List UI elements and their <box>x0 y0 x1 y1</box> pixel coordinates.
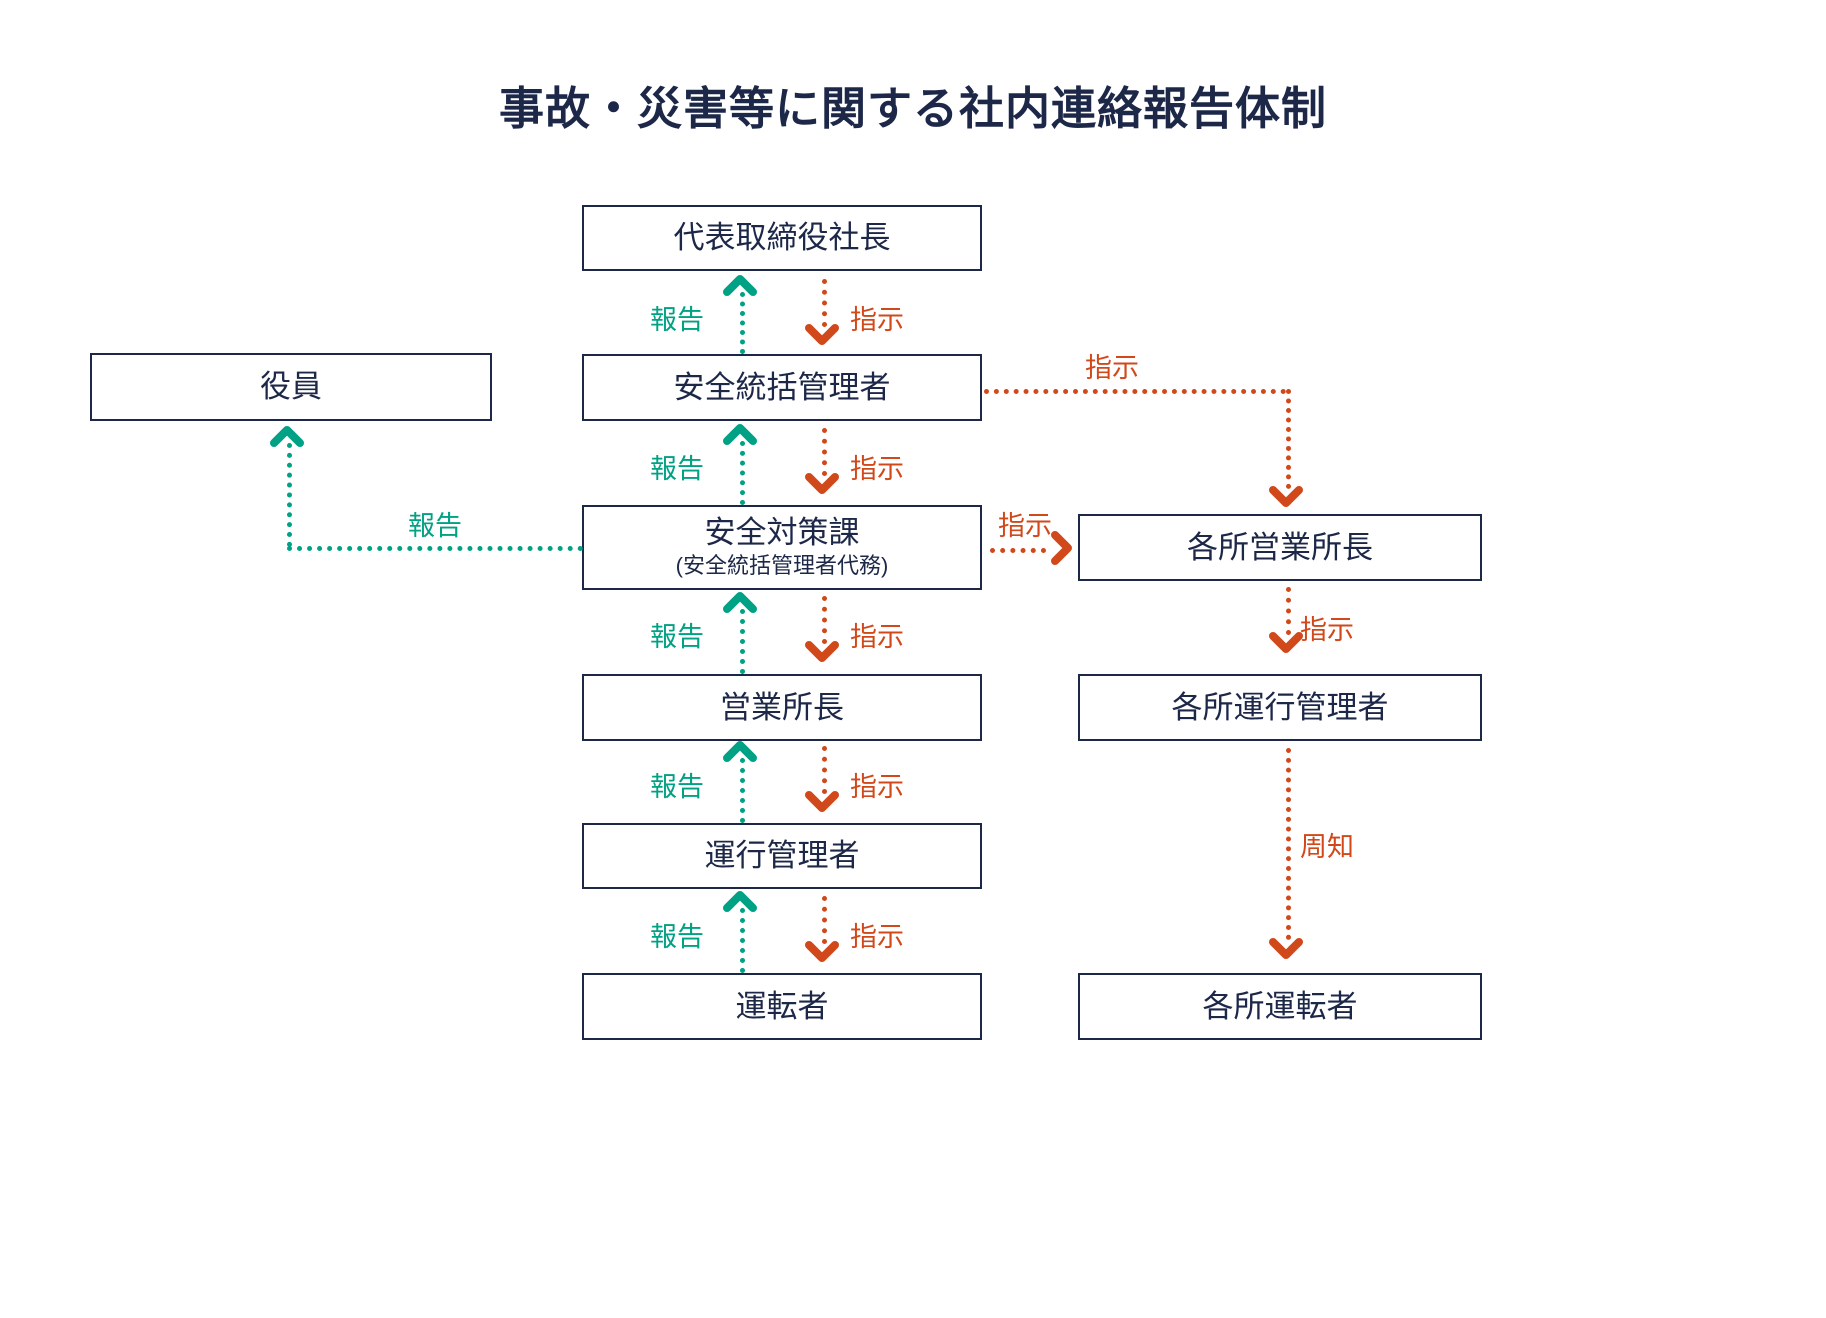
node-president-label: 代表取締役社長 <box>673 220 891 256</box>
node-officer-label: 役員 <box>260 369 322 405</box>
node-president: 代表取締役社長 <box>582 205 982 271</box>
arrowhead-report-officer <box>270 426 304 447</box>
edge-report-line-division <box>740 609 745 674</box>
edge-label-report-sgm: 報告 <box>650 454 704 484</box>
edge-instruction-line-sgm-down <box>1286 389 1291 489</box>
edge-label-instruction-division-to-each-branch: 指示 <box>998 511 1052 541</box>
edge-instruction-line-sgm <box>822 428 827 476</box>
edge-label-instruction-sgm-to-each-branch: 指示 <box>1085 353 1139 383</box>
node-safety-division-label: 安全対策課 <box>704 515 860 551</box>
node-branch-manager: 営業所長 <box>582 674 982 741</box>
edge-label-report-officer: 報告 <box>408 511 462 541</box>
edge-label-instruction-division: 指示 <box>850 622 904 652</box>
arrowhead-instruction-each-branch-from-division <box>1051 531 1072 565</box>
page-title: 事故・災害等に関する社内連絡報告体制 <box>498 83 1327 134</box>
edge-label-instruction-operation: 指示 <box>850 922 904 952</box>
node-each-driver-label: 各所運転者 <box>1202 988 1358 1024</box>
node-each-operation-manager: 各所運行管理者 <box>1078 674 1482 741</box>
edge-label-report-division: 報告 <box>650 622 704 652</box>
node-each-driver: 各所運転者 <box>1078 973 1482 1040</box>
node-safety-division-sublabel: (安全統括管理者代務) <box>675 553 889 579</box>
arrowhead-notification-each-driver <box>1269 938 1303 959</box>
edge-label-instruction-sgm: 指示 <box>850 454 904 484</box>
arrowhead-instruction-sgm <box>805 473 839 494</box>
edge-report-line-operation <box>740 908 745 973</box>
arrowhead-instruction-branch <box>805 791 839 812</box>
edge-instruction-line-president <box>822 279 827 327</box>
edge-report-line-president <box>740 292 745 354</box>
node-each-branch-manager: 各所営業所長 <box>1078 514 1482 581</box>
node-safety-general-manager-label: 安全統括管理者 <box>673 369 891 405</box>
node-safety-division: 安全対策課 (安全統括管理者代務) <box>582 505 982 590</box>
node-safety-general-manager: 安全統括管理者 <box>582 354 982 421</box>
edge-instruction-line-branch <box>822 746 827 794</box>
edge-report-line-branch <box>740 758 745 823</box>
arrowhead-report-division <box>723 592 757 613</box>
edge-instruction-line-operation <box>822 896 827 944</box>
edge-report-line-officer-horizontal <box>287 546 583 551</box>
edge-instruction-line-sgm-right <box>984 389 1286 394</box>
edge-instruction-line-each-branch <box>1286 587 1291 635</box>
arrowhead-report-president <box>723 275 757 296</box>
arrowhead-instruction-each-branch-from-sgm <box>1269 486 1303 507</box>
arrowhead-report-branch <box>723 741 757 762</box>
arrowhead-instruction-division <box>805 641 839 662</box>
arrowhead-instruction-each-operation <box>1269 632 1303 653</box>
edge-report-line-officer-vertical <box>287 443 292 547</box>
arrowhead-instruction-operation <box>805 941 839 962</box>
node-officer: 役員 <box>90 353 492 421</box>
edge-label-report-branch: 報告 <box>650 772 704 802</box>
edge-label-notification-each-operation: 周知 <box>1300 832 1354 862</box>
edge-notification-line-each-operation <box>1286 748 1291 940</box>
edge-label-report-operation: 報告 <box>650 922 704 952</box>
edge-report-line-sgm <box>740 441 745 505</box>
node-branch-manager-label: 営業所長 <box>720 689 844 725</box>
edge-label-instruction-president: 指示 <box>850 305 904 335</box>
node-each-operation-manager-label: 各所運行管理者 <box>1171 689 1389 725</box>
edge-instruction-line-division-right <box>990 548 1046 553</box>
edge-label-report-president: 報告 <box>650 305 704 335</box>
edge-instruction-line-division <box>822 596 827 644</box>
node-driver: 運転者 <box>582 973 982 1040</box>
arrowhead-report-operation <box>723 891 757 912</box>
edge-label-instruction-each-branch: 指示 <box>1300 615 1354 645</box>
edge-label-instruction-branch: 指示 <box>850 772 904 802</box>
arrowhead-report-sgm <box>723 424 757 445</box>
node-operation-manager-label: 運行管理者 <box>704 838 860 874</box>
node-driver-label: 運転者 <box>735 988 829 1024</box>
node-each-branch-manager-label: 各所営業所長 <box>1187 529 1373 565</box>
node-operation-manager: 運行管理者 <box>582 823 982 889</box>
arrowhead-instruction-president <box>805 324 839 345</box>
